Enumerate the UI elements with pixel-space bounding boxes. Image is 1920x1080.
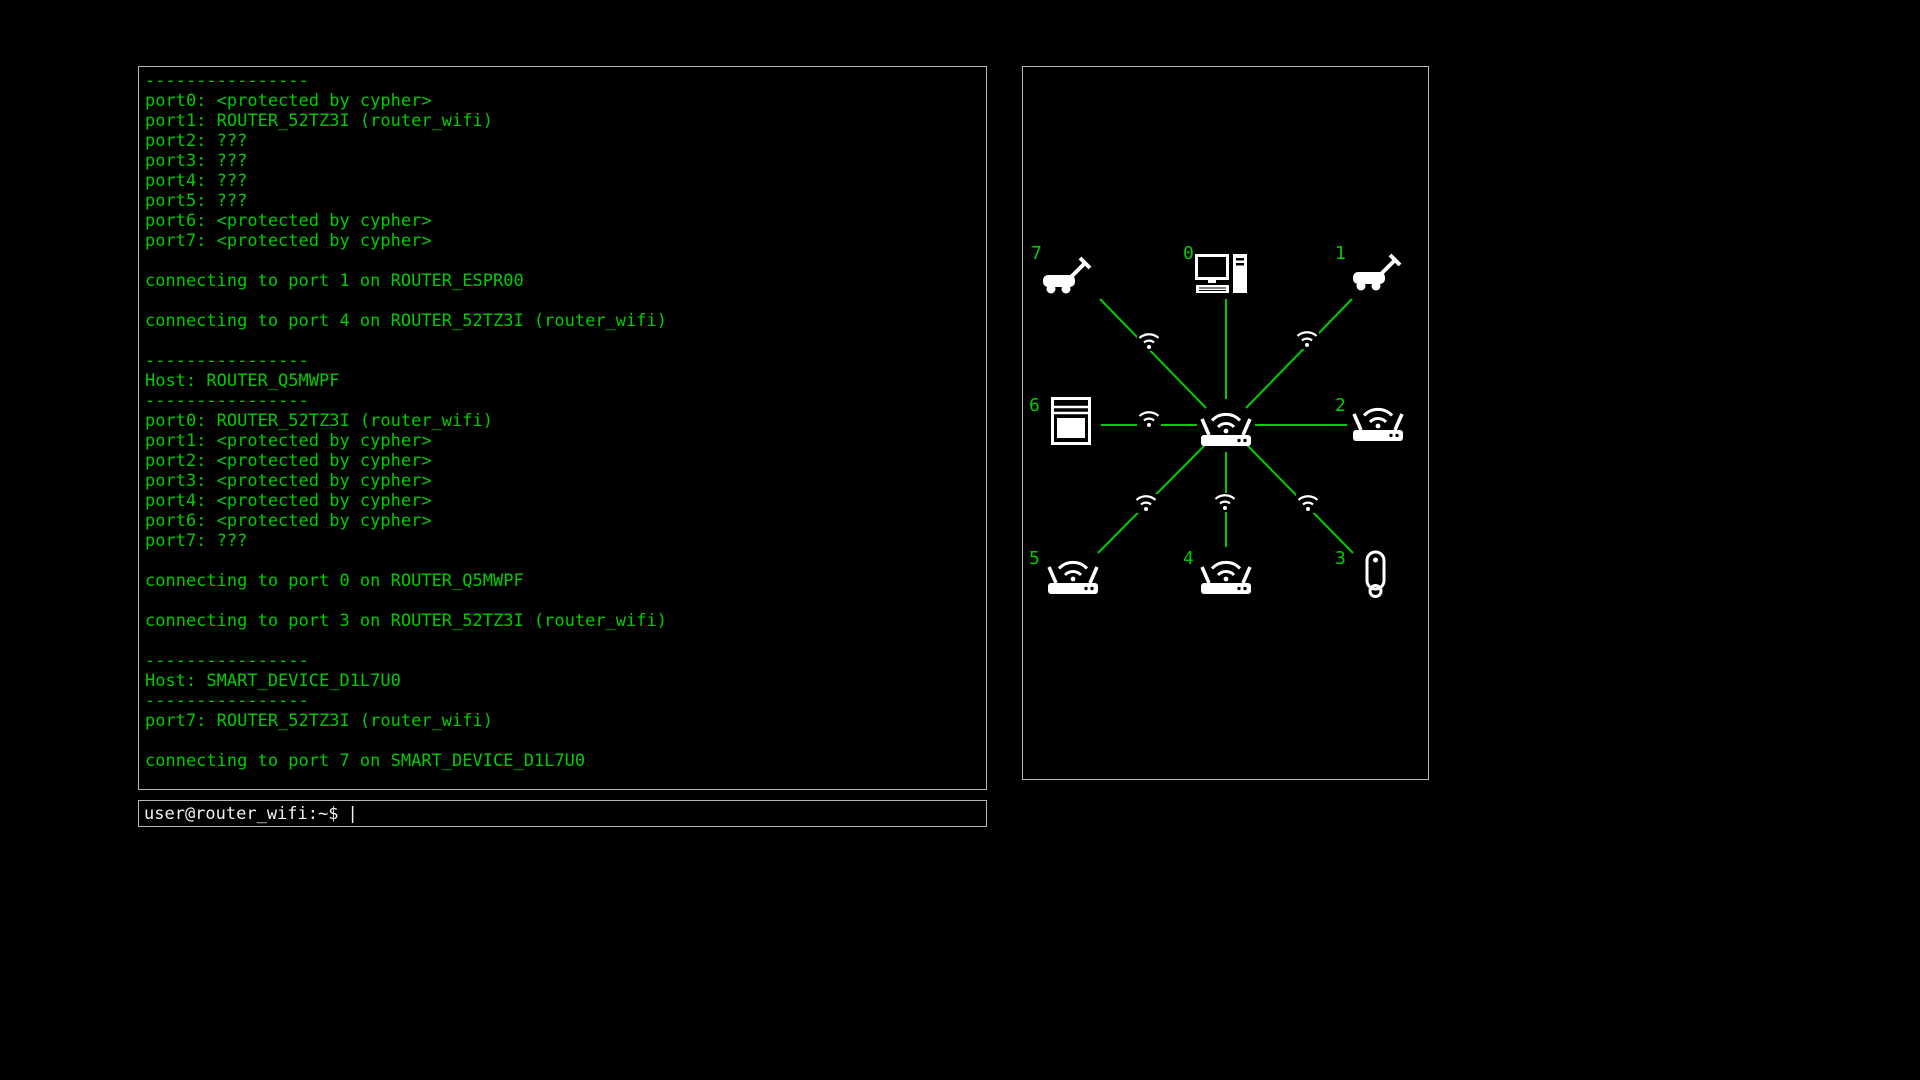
vacuum-icon: [1352, 253, 1402, 293]
wifi-signal-icon: [1135, 330, 1163, 353]
vacuum-icon: [1042, 256, 1092, 296]
wifi-signal-icon: [1293, 328, 1321, 351]
connection-lines: [1097, 298, 1354, 554]
wifi-signal-icon: [1211, 491, 1239, 514]
wifi-router-icon: [1351, 407, 1405, 443]
wifi-router-icon: [1199, 560, 1253, 596]
terminal-output-text: ---------------- port0: <protected by cy…: [145, 71, 667, 771]
connection-line-port1: [1245, 298, 1353, 409]
appliance-icon: [1051, 397, 1091, 445]
prompt-label: user@router_wifi:~$: [144, 803, 339, 824]
smart-device-icon: [1365, 550, 1386, 598]
wifi-router-icon: [1046, 560, 1100, 596]
device-port-label: 4: [1183, 548, 1194, 569]
command-prompt-input[interactable]: user@router_wifi:~$ |: [138, 800, 987, 827]
device-port-label: 1: [1335, 243, 1346, 264]
device-port-label: 7: [1031, 243, 1042, 264]
device-port-label: 2: [1335, 395, 1346, 416]
text-cursor: |: [347, 803, 358, 824]
device-port-label: 0: [1183, 243, 1194, 264]
device-port-label: 6: [1029, 395, 1040, 416]
wifi-router-icon: [1199, 412, 1253, 448]
network-diagram-panel: 0 1 2 3 4 5 6: [1022, 66, 1429, 780]
connection-line-port7: [1099, 298, 1207, 409]
wifi-signal-icon: [1132, 492, 1160, 515]
wifi-signal-icon: [1294, 492, 1322, 515]
device-port-label: 3: [1335, 548, 1346, 569]
device-port-label: 5: [1029, 548, 1040, 569]
desktop-computer-icon: [1195, 252, 1249, 295]
wifi-signal-icon: [1135, 408, 1163, 431]
terminal-output-panel: ---------------- port0: <protected by cy…: [138, 66, 987, 790]
